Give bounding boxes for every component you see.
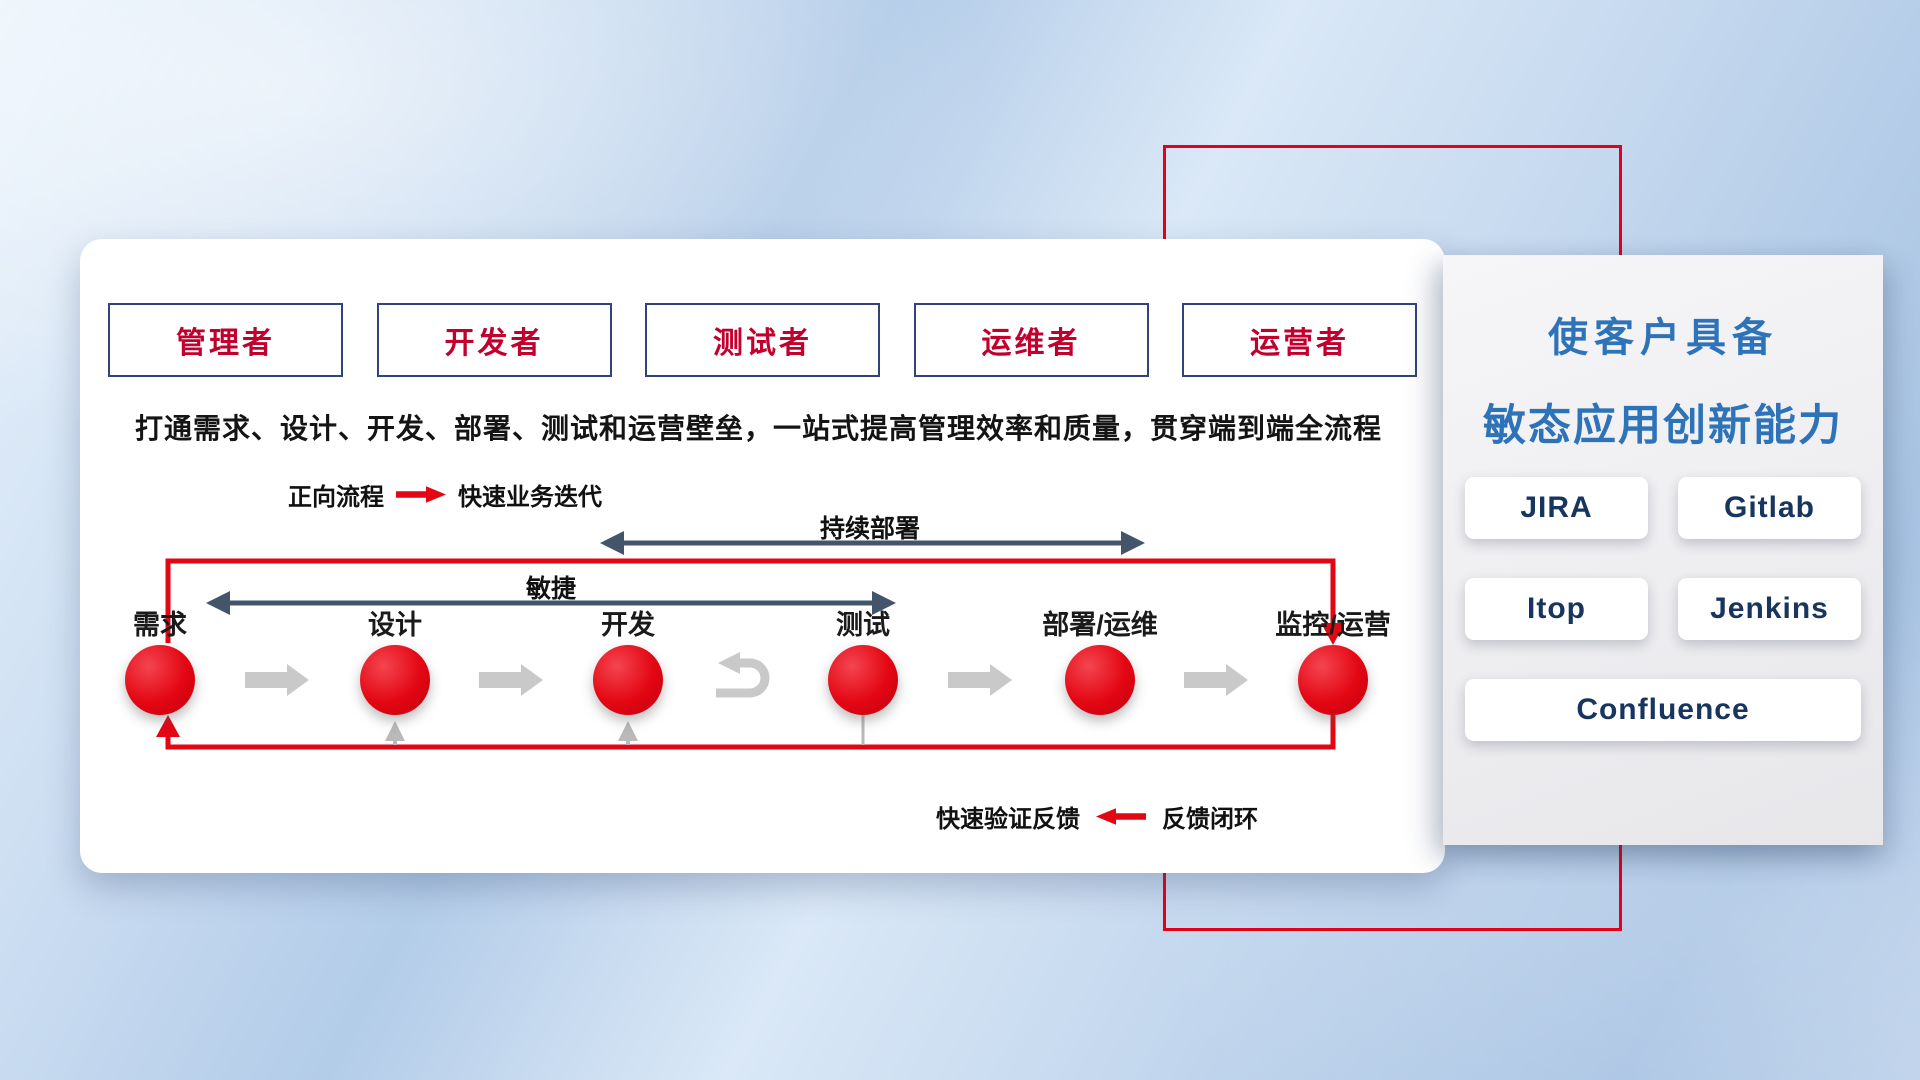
- stage-dot-deploy-ops: [1065, 645, 1135, 715]
- role-label: 测试者: [713, 327, 812, 360]
- continuous-deployment-span-arrow: [600, 531, 1145, 555]
- stage-label-design: 设计: [368, 610, 422, 640]
- feedback-legend-value: 快速验证反馈: [936, 806, 1080, 833]
- flow-diagram-canvas: [156, 531, 1345, 750]
- stage-label-develop: 开发: [601, 610, 655, 640]
- stage-dot-test: [828, 645, 898, 715]
- feedback-arrow-icon: [1096, 808, 1146, 825]
- stage-label-deploy-ops: 部署/运维: [1042, 610, 1158, 640]
- role-label: 管理者: [176, 327, 275, 360]
- tool-chip-jenkins: Jenkins: [1678, 578, 1861, 640]
- role-box-tester: 测试者: [645, 303, 880, 377]
- role-box-operations: 运维者: [913, 303, 1149, 377]
- process-description: 打通需求、设计、开发、部署、测试和运营壁垒，一站式提高管理效率和质量，贯穿端到端…: [135, 413, 1383, 444]
- role-box-business-operator: 运营者: [1182, 303, 1417, 377]
- stage-label-monitor-ops: 监控/运营: [1275, 610, 1391, 640]
- panel-title-line2: 敏态应用创新能力: [1483, 402, 1843, 450]
- role-box-developer: 开发者: [376, 303, 612, 377]
- stage-dot-design: [360, 645, 430, 715]
- tool-chip-jira: JIRA: [1465, 477, 1648, 539]
- role-box-manager: 管理者: [108, 303, 343, 377]
- roles-row: 管理者 开发者 测试者 运维者 运营者: [108, 303, 1417, 377]
- tool-chip-itop: Itop: [1465, 578, 1648, 640]
- stage-dot-requirements: [125, 645, 195, 715]
- stage-label-test: 测试: [836, 610, 890, 640]
- red-loop-bottom-line: [156, 715, 1336, 750]
- agile-label: 敏捷: [525, 575, 577, 603]
- forward-legend-label: 正向流程: [288, 484, 384, 511]
- feedback-branch-arrows: [385, 715, 865, 745]
- role-label: 开发者: [444, 327, 544, 360]
- stage-dot-monitor-ops: [1298, 645, 1368, 715]
- role-label: 运营者: [1250, 327, 1349, 360]
- step-arrows: [245, 664, 1248, 696]
- tools-grid: JIRA Gitlab Itop Jenkins Confluence: [1465, 477, 1861, 741]
- capability-panel: 使客户具备 敏态应用创新能力 JIRA Gitlab Itop Jenkins …: [1443, 255, 1883, 845]
- continuous-deployment-label: 持续部署: [819, 515, 921, 543]
- stage-label-requirements: 需求: [133, 610, 187, 640]
- iteration-loop-icon: [716, 652, 770, 698]
- panel-title-line1: 使客户具备: [1548, 316, 1778, 360]
- feedback-legend: 快速验证反馈 反馈闭环: [936, 799, 1258, 834]
- devops-flow-card: 管理者 开发者 测试者 运维者 运营者 打通需求、设计、开发、部署、测试和运营壁…: [80, 239, 1445, 873]
- forward-legend: 正向流程 快速业务迭代: [288, 477, 602, 512]
- red-loop-top-line: [165, 558, 1345, 645]
- agile-span-arrow: [206, 591, 896, 615]
- stage-dot-develop: [593, 645, 663, 715]
- role-label: 运维者: [981, 327, 1081, 360]
- feedback-legend-label: 反馈闭环: [1162, 806, 1258, 833]
- forward-legend-value: 快速业务迭代: [458, 484, 602, 511]
- tool-chip-confluence: Confluence: [1465, 679, 1861, 741]
- tool-chip-gitlab: Gitlab: [1678, 477, 1861, 539]
- panel-title: 使客户具备 敏态应用创新能力: [1443, 255, 1883, 453]
